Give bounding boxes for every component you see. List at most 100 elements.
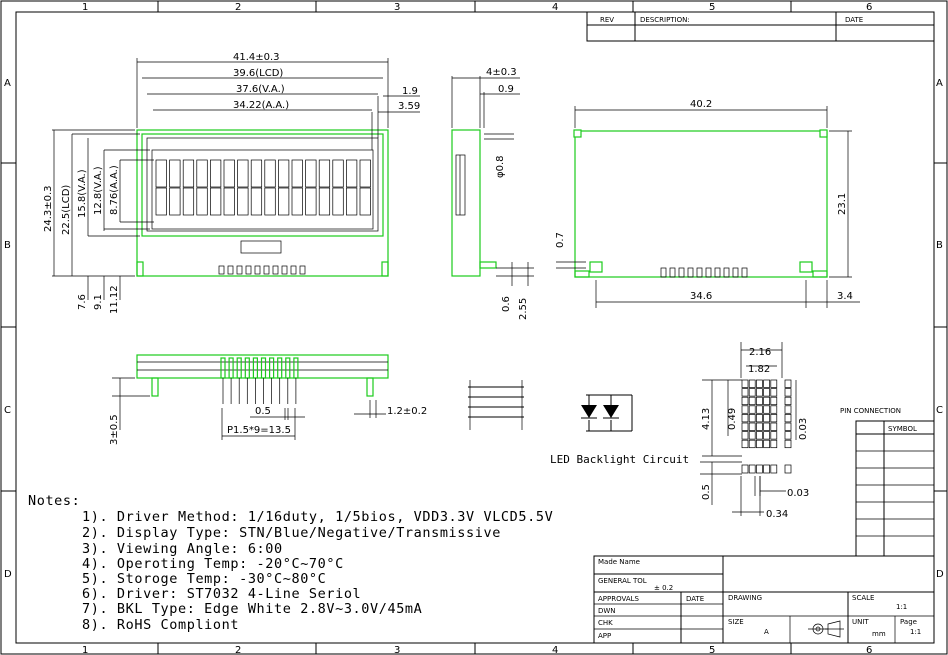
border-left-b: B [4,240,11,251]
next-cursor-dot [784,464,792,474]
pin-connection-title: PIN CONNECTION [840,407,901,415]
front-pin [263,265,270,275]
character-cell [332,159,344,188]
front-pin [299,265,306,275]
dim-height-lcd: 22.5(LCD) [61,185,72,235]
rear-pin [696,267,703,278]
border-bottom-1: 1 [82,645,88,655]
next-char-dot [784,405,792,414]
rev-header: REV [600,16,614,24]
general-tol-label: GENERAL TOL [598,577,647,585]
cursor-dot [756,464,763,474]
pin-connection-table: PIN CONNECTION SYMBOL [840,407,935,557]
character-cell [169,159,181,188]
character-cell [223,187,235,216]
rear-pin [741,267,748,278]
checked-label: CHK [598,619,613,627]
dim-width-overall: 41.4±0.3 [233,52,280,63]
dim-pin-dia: φ0.8 [495,156,506,179]
character-cell [346,187,358,216]
border-bottom-2: 2 [235,645,241,655]
dot-cell [763,439,770,449]
rear-pin [669,267,676,278]
border-top-1: 1 [82,2,88,13]
dim-dot-h3: 0.5 [701,484,712,500]
size-value: A [764,628,769,636]
dim-pin-2: 2.55 [518,298,529,320]
dim-pin-length: 1.2±0.2 [387,406,427,417]
border-top-4: 4 [552,2,558,13]
character-cell [359,187,371,216]
border-right-d: D [936,569,944,580]
unit-value: mm [872,630,886,638]
border-bottom-4: 4 [552,645,558,655]
dot-cell [770,431,778,440]
date-label: DATE [686,595,704,603]
dot-cell [756,422,763,431]
dot-detail: 2.16 1.82 4.13 0.49 0.03 0.5 0.03 0.34 [700,342,809,520]
character-cell [223,159,235,188]
character-cell [318,159,331,188]
dim-dot-h2: 0.49 [727,408,738,430]
dot-cell [748,422,756,431]
border-top-6: 6 [866,2,872,13]
dot-cell [763,431,770,440]
dim-right-gap-1: 1.9 [402,86,418,97]
dot-cell [741,439,749,449]
dot-cell [756,379,763,388]
character-cell [291,159,303,188]
dot-cell [741,414,749,423]
tol-value: ± 0.2 [654,584,673,592]
rear-pin [660,267,667,278]
dim-height-overall: 24.3±0.3 [43,185,54,232]
next-char-dot [784,431,792,440]
pin-lead-body [260,357,267,379]
character-cell [155,187,167,216]
rear-view: 40.2 23.1 0.7 34.6 3.4 [555,99,860,308]
dot-cell [741,405,749,414]
note-1: 1). Driver Method: 1/16duty, 1/5bios, VD… [82,509,553,525]
pin-lead-body [220,357,226,379]
border-left-a: A [4,78,11,89]
dot-cell [756,431,763,440]
note-8: 8). RoHS Compliont [82,617,239,633]
dim-rear-width: 40.2 [690,99,712,110]
dim-glass: 0.9 [498,84,514,95]
dot-cell [748,388,756,397]
dim-height-aa-1: 12.8(V.A.) [93,166,104,215]
pin-view: 3±0.5 P1.5*9=13.5 0.5 1.2±0.2 [109,354,427,445]
notes-title: Notes: [28,493,80,509]
hatch-lines [468,380,524,430]
date-header: DATE [845,16,863,24]
dot-cell [748,379,756,388]
dot-cell [770,439,778,449]
symbol-header: SYMBOL [888,425,917,433]
next-char-dot [784,388,792,397]
dot-cell [770,414,778,423]
dim-dot-w: 0.34 [766,509,788,520]
border-left-d: D [4,569,12,580]
dim-bottom-2: 9.1 [93,294,104,310]
dot-cell [770,396,778,406]
dim-dot-w1: 2.16 [749,347,771,358]
border-right-a: A [936,78,943,89]
dot-cell [770,405,778,414]
dot-cell [756,388,763,397]
note-6: 6). Driver: ST7032 4-Line Seriol [82,586,361,602]
front-pin [281,265,288,275]
dim-width-va: 37.6(V.A.) [236,84,285,95]
dim-dot-w2: 1.82 [748,364,770,375]
next-char-dot [784,396,792,406]
character-cell [278,159,290,188]
dot-cell [741,431,749,440]
drawn-label: DWN [598,607,616,615]
front-pin [290,265,297,275]
next-char-dot [784,414,792,423]
dot-cell [756,405,763,414]
projection-symbol-icon [808,620,844,638]
note-7: 7). BKL Type: Edge White 2.8V~3.0V/45mA [82,601,422,617]
cursor-dot [763,464,770,474]
side-pins [220,357,299,404]
backlight-label: LED Backlight Circuit [550,453,689,466]
